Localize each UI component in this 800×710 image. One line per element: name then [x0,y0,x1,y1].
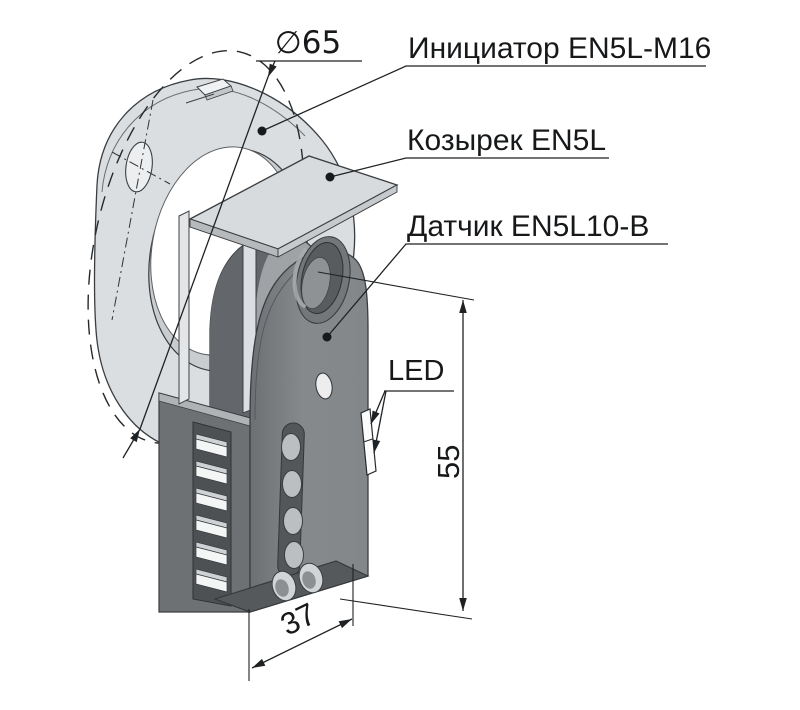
body-head-shading-line [254,271,297,421]
ring-mounting-hole [125,141,153,193]
led-callout-label: LED [388,355,445,387]
callout-leaders [261,65,706,454]
terminal-blocks [192,421,232,607]
ext-line-top [317,271,475,301]
sensor-callout-label: Датчик EN5L10-B [407,210,650,243]
initiator-callout-label: Инициатор EN5L-M16 [408,32,712,65]
dia-line [139,76,269,430]
ring-top-edge-line [101,87,306,193]
ring-top-notch-side [204,85,234,101]
bore-highlight [292,248,307,308]
dim-line-37 [251,618,353,669]
sensor-leader [326,243,668,338]
bore-back-wall [301,257,331,309]
led-arrow-2 [372,390,387,454]
ext-line-bottom [339,598,473,620]
dia-arrow-bottom [122,428,141,459]
diameter-dimension [122,60,362,459]
dia-arrow-top [267,60,277,78]
visor-leader [329,157,609,178]
cable-holes [271,562,324,602]
dimension-lines [122,60,706,681]
slot-screws [281,433,304,569]
dimension-55 [317,271,475,620]
diameter-dimension-label: ∅65 [274,25,342,61]
ring-notch-cut-line [185,93,215,104]
led-arrow-1 [370,390,386,425]
hole-centerline-cross [111,99,171,321]
dimension-37 [248,564,354,681]
visor-callout-label: Козырек EN5L [407,124,607,157]
initiator-leader [261,65,706,132]
front-screw-hole [315,372,333,400]
sensor-dot [322,332,332,342]
led-window [360,408,377,476]
initiator-dot [257,126,267,136]
visor-plate-edge-right [277,184,398,258]
leader-dots [257,126,335,342]
visor-dot [325,172,335,182]
height-dimension-label: 55 [431,444,466,479]
sensor-body-front [213,236,377,613]
